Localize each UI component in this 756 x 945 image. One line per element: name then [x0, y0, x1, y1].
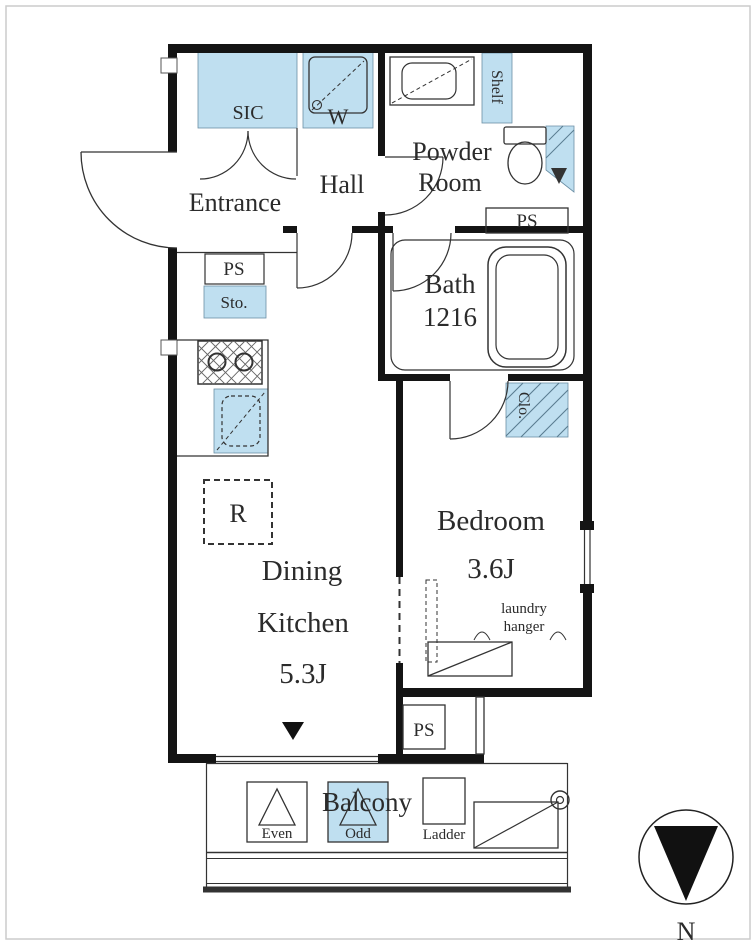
refrigerator-label: R	[229, 499, 247, 528]
balcony-door-window	[216, 755, 378, 763]
evac-hatch-odd-icon	[338, 787, 378, 826]
slope-icon	[473, 801, 559, 849]
pipe-space-top-box	[485, 207, 569, 234]
bathtub-icon	[487, 246, 567, 368]
entry-marker-triangle	[282, 722, 304, 740]
compass-icon	[638, 809, 734, 905]
sliding-panel-stored	[425, 579, 438, 663]
bedroom-window	[580, 521, 594, 593]
corner-marker-triangle	[551, 168, 567, 184]
laundry-hanger-label-line1: laundry	[501, 601, 547, 617]
dk-size-label: 5.3J	[279, 658, 327, 690]
kitchen-area	[177, 253, 273, 545]
evac-hatch-even-icon	[246, 781, 308, 843]
ladder-label: Ladder	[423, 827, 465, 843]
balcony-area	[203, 762, 571, 893]
balcony-railing	[203, 851, 571, 893]
ps-top-label: PS	[516, 211, 537, 232]
stove-icon	[197, 340, 263, 385]
bath-size-label: 1216	[423, 302, 477, 332]
washer-label: W	[328, 104, 349, 129]
sic-door-icon	[199, 130, 249, 180]
compass-n-label: N	[677, 917, 696, 945]
balcony-outline	[205, 762, 569, 891]
washing-machine-icon	[308, 56, 368, 114]
room-label-bath: Bath	[425, 269, 476, 299]
wall-notch-top	[160, 57, 178, 74]
room-label-bedroom: Bedroom	[437, 505, 545, 537]
laundry-hanger-icon	[427, 631, 567, 677]
hatch-odd-label: Odd	[345, 826, 371, 842]
bath-area	[390, 232, 575, 371]
closet-label: Clo.	[515, 392, 532, 419]
room-label-powder-line1: Powder	[412, 137, 492, 166]
kitchen-counter-outline	[177, 339, 269, 457]
ps-bottom-label: PS	[413, 720, 434, 741]
powder-door-swing-icon	[384, 156, 444, 216]
storage-box	[203, 285, 267, 319]
room-label-dining: Dining	[262, 555, 343, 587]
washer-box	[302, 51, 374, 129]
wall-openings	[160, 57, 592, 755]
room-label-kitchen: Kitchen	[257, 607, 349, 639]
closet-hatch	[505, 382, 569, 438]
wall-notch-mid	[160, 339, 178, 356]
toilet-icon	[503, 126, 547, 185]
hatch-even-label: Even	[262, 826, 293, 842]
ladder-icon	[422, 777, 466, 825]
pipe-space-left-box	[204, 253, 265, 285]
bath-room-outline	[390, 239, 575, 371]
entrance-door-swing-icon	[80, 151, 178, 249]
walls	[168, 44, 592, 763]
dk-door-swing-icon	[296, 232, 353, 289]
entrance-area	[80, 128, 298, 254]
vanity-icon	[389, 56, 475, 106]
page-frame	[5, 5, 751, 940]
drain-icon	[550, 790, 570, 810]
corner-cabinet-hatch	[545, 125, 575, 159]
room-label-entrance: Entrance	[189, 188, 281, 217]
storage-label: Sto.	[221, 293, 248, 312]
refrigerator-box	[203, 479, 273, 545]
thin-wall	[475, 696, 485, 755]
blue-fixtures	[197, 47, 575, 843]
evac-hatch-odd-box	[327, 781, 389, 843]
labels: Entrance Hall Powder Room PS Bath 1216 S…	[189, 70, 696, 945]
room-label-balcony: Balcony	[322, 787, 412, 817]
bedroom-window-opening	[583, 529, 592, 585]
bedroom-door-swing-icon	[449, 380, 509, 440]
powder-corner-cabinet	[545, 125, 575, 193]
laundry-hanger-label-line2: hanger	[504, 619, 545, 635]
powder-room-area	[384, 56, 575, 234]
closet-box	[505, 382, 569, 438]
room-label-powder-line2: Room	[418, 168, 482, 197]
shelf-label: Shelf	[488, 70, 505, 104]
bedroom-size-label: 3.6J	[467, 553, 515, 585]
bedroom-area	[398, 380, 569, 677]
sic-label: SIC	[232, 102, 263, 124]
sink-icon	[216, 391, 266, 451]
entrance-door-opening	[168, 152, 177, 248]
sic-door-icon	[247, 130, 297, 180]
hall-dk-door	[296, 232, 353, 289]
pipe-space-bottom-box	[402, 704, 446, 750]
room-label-hall: Hall	[320, 170, 365, 199]
bath-door-swing-icon	[392, 232, 452, 292]
ps-left-label: PS	[223, 259, 244, 280]
north-arrow-icon	[654, 826, 718, 901]
